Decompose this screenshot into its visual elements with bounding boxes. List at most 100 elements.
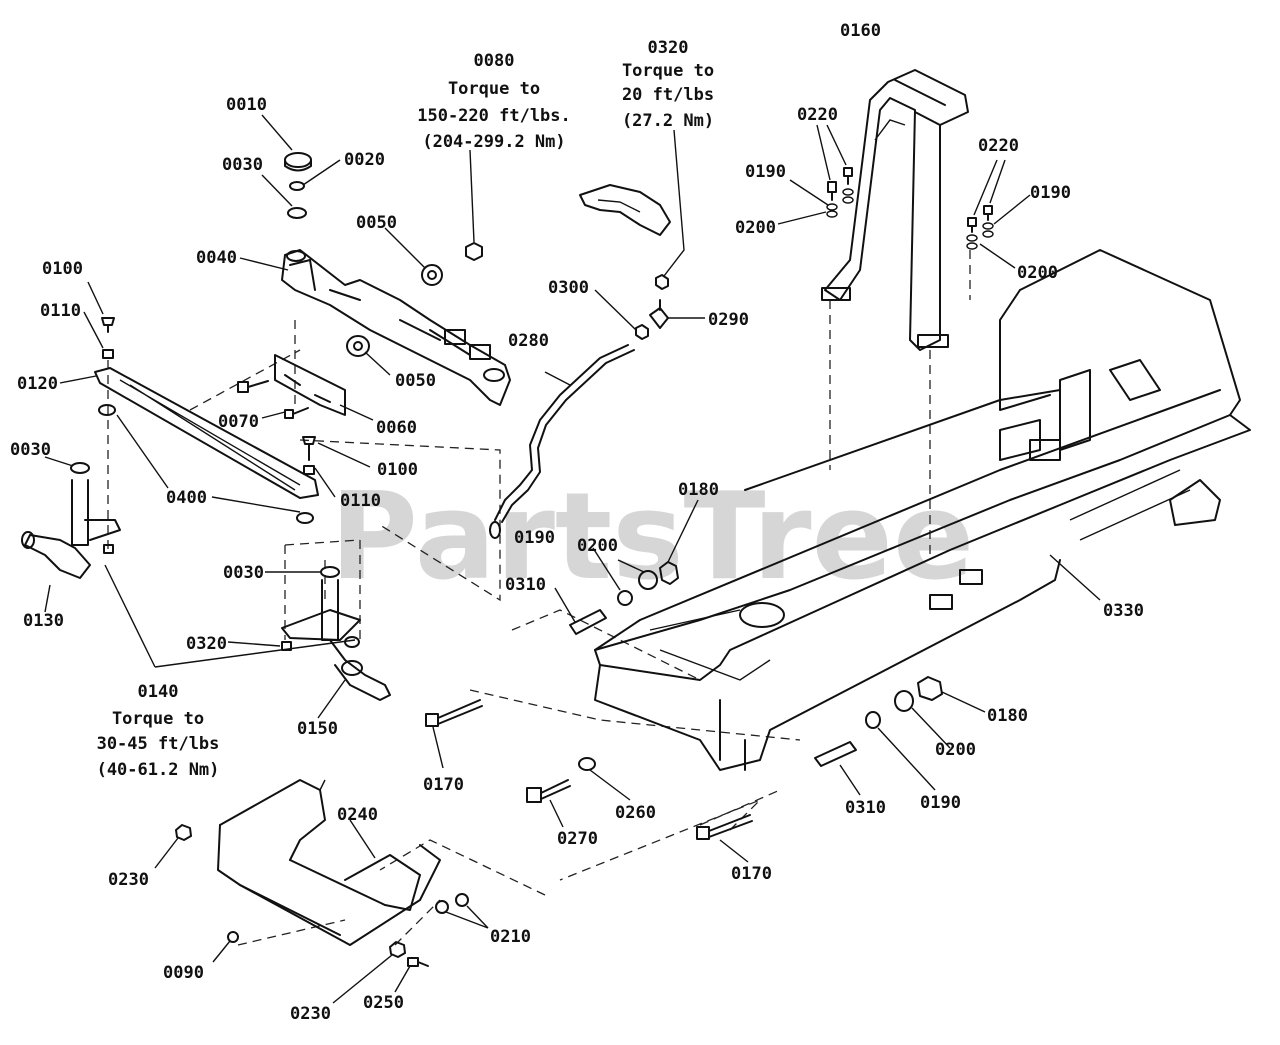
washer-0400 bbox=[98, 404, 314, 524]
label-0010: 0010 bbox=[226, 95, 267, 115]
label-0310: 0310 bbox=[505, 575, 546, 595]
label-0200: 0200 bbox=[577, 536, 618, 556]
label-0290: 0290 bbox=[708, 310, 749, 330]
label-0050: 0050 bbox=[395, 371, 436, 391]
label-0060: 0060 bbox=[376, 418, 417, 438]
label-0190: 0190 bbox=[745, 162, 786, 182]
label-0190: 0190 bbox=[920, 793, 961, 813]
fasteners-0210 bbox=[435, 893, 469, 914]
spacer-0310-b bbox=[814, 741, 857, 767]
bolt-0070-b bbox=[284, 407, 309, 419]
ball-joint-0290 bbox=[649, 299, 669, 329]
bolt-0100-lower bbox=[302, 436, 316, 461]
washer-0200-lower bbox=[894, 690, 914, 712]
bracket-0060 bbox=[274, 354, 346, 416]
washer-0020 bbox=[289, 181, 305, 191]
washer-0260 bbox=[578, 757, 596, 771]
svg-text:0080: 0080 bbox=[474, 51, 515, 71]
svg-text:0320: 0320 bbox=[648, 38, 689, 58]
skid-plate-0240 bbox=[217, 779, 441, 946]
label-0190: 0190 bbox=[1030, 183, 1071, 203]
label-0220: 0220 bbox=[797, 105, 838, 125]
label-0160: 0160 bbox=[840, 21, 881, 41]
bolt-0170-a bbox=[425, 699, 483, 727]
svg-text:(204-299.2 Nm): (204-299.2 Nm) bbox=[422, 132, 565, 152]
label-0200: 0200 bbox=[1017, 263, 1058, 283]
svg-text:Torque to: Torque to bbox=[112, 709, 204, 729]
bushing-0050-a bbox=[421, 264, 443, 286]
label-0190: 0190 bbox=[514, 528, 555, 548]
label-0070: 0070 bbox=[218, 412, 259, 432]
nut-0080 bbox=[465, 242, 483, 261]
fastener-0090 bbox=[227, 931, 239, 943]
svg-text:20 ft/lbs: 20 ft/lbs bbox=[622, 85, 714, 105]
bolts-0220-right bbox=[966, 205, 994, 250]
watermark: PartsTree bbox=[330, 468, 974, 607]
spindle-0130 bbox=[21, 479, 121, 579]
svg-text:Torque to: Torque to bbox=[622, 61, 714, 81]
label-0270: 0270 bbox=[557, 829, 598, 849]
label-0230: 0230 bbox=[108, 870, 149, 890]
nut-0230-bottom bbox=[389, 941, 406, 958]
label-0150: 0150 bbox=[297, 719, 338, 739]
label-0230: 0230 bbox=[290, 1004, 331, 1024]
bushing-0050-b bbox=[346, 335, 370, 357]
svg-text:(27.2 Nm): (27.2 Nm) bbox=[622, 111, 714, 131]
bolt-0250 bbox=[407, 957, 429, 967]
label-0240: 0240 bbox=[337, 805, 378, 825]
nut-0320-top bbox=[655, 274, 669, 290]
label-0110: 0110 bbox=[340, 491, 381, 511]
nut-0180-lower bbox=[917, 676, 943, 701]
main-frame-0330 bbox=[594, 249, 1251, 771]
label-0050: 0050 bbox=[356, 213, 397, 233]
torque-note-0320: 0320 Torque to 20 ft/lbs (27.2 Nm) bbox=[622, 38, 714, 131]
label-0030: 0030 bbox=[10, 440, 51, 460]
bolt-0170-b bbox=[696, 814, 753, 840]
label-0260: 0260 bbox=[615, 803, 656, 823]
column-support-0160 bbox=[821, 69, 969, 351]
washer-0030-left bbox=[70, 462, 90, 474]
label-0180: 0180 bbox=[987, 706, 1028, 726]
label-0250: 0250 bbox=[363, 993, 404, 1013]
torque-note-0080: 0080 Torque to 150-220 ft/lbs. (204-299.… bbox=[417, 51, 571, 152]
label-0100: 0100 bbox=[377, 460, 418, 480]
bolt-0270 bbox=[526, 779, 571, 803]
label-0170: 0170 bbox=[731, 864, 772, 884]
label-0200: 0200 bbox=[935, 740, 976, 760]
label-0090: 0090 bbox=[163, 963, 204, 983]
sector-plate bbox=[579, 184, 671, 236]
label-0220: 0220 bbox=[978, 136, 1019, 156]
svg-text:150-220 ft/lbs.: 150-220 ft/lbs. bbox=[417, 106, 571, 126]
label-0110: 0110 bbox=[40, 301, 81, 321]
washer-0030-top bbox=[287, 207, 307, 219]
label-0030: 0030 bbox=[223, 563, 264, 583]
front-axle-0040 bbox=[281, 249, 511, 406]
label-0310: 0310 bbox=[845, 798, 886, 818]
label-0330: 0330 bbox=[1103, 601, 1144, 621]
label-0280: 0280 bbox=[508, 331, 549, 351]
label-0120: 0120 bbox=[17, 374, 58, 394]
label-0130: 0130 bbox=[23, 611, 64, 631]
label-0320: 0320 bbox=[186, 634, 227, 654]
label-0020: 0020 bbox=[344, 150, 385, 170]
label-0040: 0040 bbox=[196, 248, 237, 268]
torque-note-0140: 0140 Torque to 30-45 ft/lbs (40-61.2 Nm) bbox=[97, 682, 220, 780]
spacer-0310-a bbox=[569, 609, 607, 635]
washer-0200-upper bbox=[638, 570, 658, 590]
spindle-0150 bbox=[281, 566, 391, 701]
label-0180: 0180 bbox=[678, 480, 719, 500]
svg-text:(40-61.2 Nm): (40-61.2 Nm) bbox=[97, 760, 220, 780]
nut-0230-top bbox=[175, 824, 192, 841]
bolt-0070-a bbox=[237, 380, 269, 393]
cap-0010 bbox=[284, 152, 312, 172]
bolts-0220-left bbox=[826, 167, 854, 218]
label-0210: 0210 bbox=[490, 927, 531, 947]
nut-0110-lower bbox=[303, 465, 315, 475]
label-0400: 0400 bbox=[166, 488, 207, 508]
nut-0300 bbox=[635, 324, 649, 340]
tie-rod-0120 bbox=[94, 367, 319, 499]
label-0200: 0200 bbox=[735, 218, 776, 238]
svg-text:Torque to: Torque to bbox=[448, 79, 540, 99]
svg-text:30-45 ft/lbs: 30-45 ft/lbs bbox=[97, 734, 220, 754]
